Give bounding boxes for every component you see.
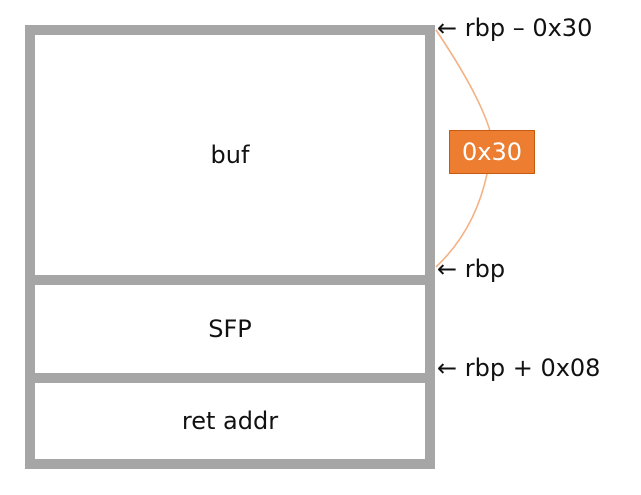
- pointer-rbp-minus-0x30: ← rbp – 0x30: [437, 14, 593, 42]
- pointer-rbp-plus-0x08: ← rbp + 0x08: [437, 354, 601, 382]
- region-label-ret-addr: ret addr: [181, 407, 279, 435]
- stack-region-ret-addr: ret addr: [35, 383, 425, 459]
- buffer-size-badge: 0x30: [449, 130, 535, 174]
- stack-region-sfp: SFP: [35, 285, 425, 373]
- stack-region-buf: buf: [35, 35, 425, 275]
- stack-frame: buf SFP ret addr: [25, 25, 435, 469]
- region-label-sfp: SFP: [208, 315, 252, 343]
- pointer-rbp: ← rbp: [437, 255, 506, 283]
- region-divider: [35, 373, 425, 383]
- region-label-buf: buf: [210, 141, 250, 169]
- region-divider: [35, 275, 425, 285]
